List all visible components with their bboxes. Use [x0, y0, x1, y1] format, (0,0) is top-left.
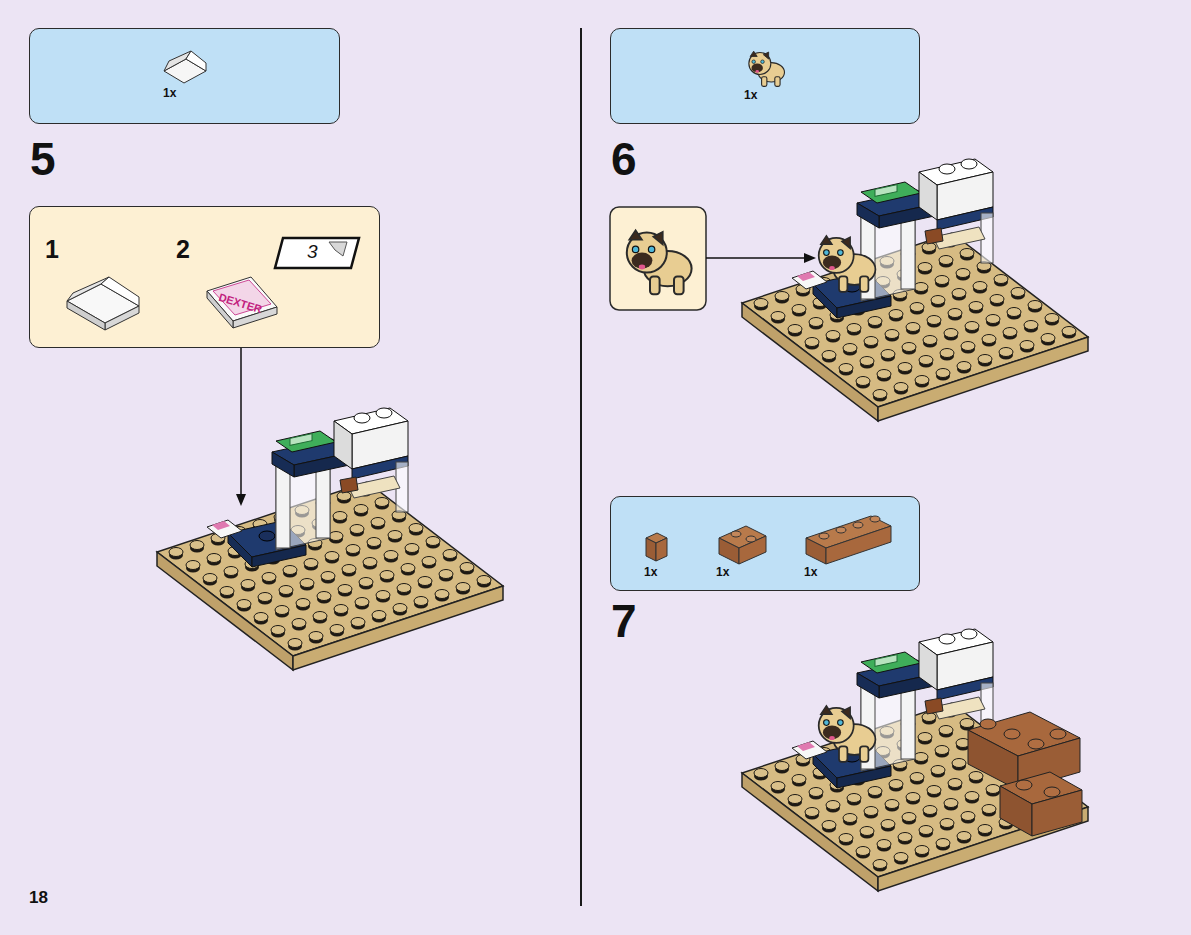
- text-holder: 18: [29, 889, 48, 907]
- instruction-art: [580, 28, 582, 906]
- quantity-label: 1x: [716, 565, 729, 579]
- sticker-sheet-outline: [275, 238, 359, 268]
- step-number: 5: [30, 133, 56, 185]
- instruction-art: [706, 257, 806, 259]
- part-icon: [164, 59, 206, 83]
- part-icon: [806, 538, 826, 564]
- part-icon: [739, 536, 766, 564]
- text-holder: 5: [30, 136, 56, 182]
- part-icon: [870, 516, 880, 522]
- parts-box: 1x: [29, 28, 340, 124]
- part-icon: [731, 531, 741, 537]
- quantity-label: 1x: [163, 86, 176, 100]
- part-icon: [186, 51, 206, 71]
- text-holder: 1x: [716, 562, 729, 580]
- instruction-art: [157, 408, 503, 670]
- step-number: 7: [611, 595, 637, 647]
- part-icon: [656, 538, 667, 561]
- instruction-art: [742, 629, 1088, 891]
- subassembly-panel: 1 2 3: [29, 206, 380, 348]
- part-icon: [719, 526, 766, 548]
- instruction-art: [742, 159, 1088, 421]
- instruction-art: [1044, 787, 1060, 797]
- part-icon: [806, 516, 891, 548]
- instruction-art: [1028, 739, 1044, 749]
- text-holder: 3: [307, 241, 318, 263]
- part-icon: [836, 527, 846, 533]
- text-holder: 1: [45, 235, 59, 264]
- part-icon: [101, 277, 139, 306]
- instruction-art: [610, 207, 706, 310]
- quantity-label: 3: [307, 241, 318, 262]
- part-icon: [164, 51, 191, 71]
- part-icon: [67, 284, 139, 323]
- part-icon: [853, 522, 863, 528]
- instruction-art: [1050, 729, 1066, 739]
- part-icon: [207, 277, 277, 321]
- page-number: 18: [29, 888, 48, 907]
- text-holder: 6: [611, 136, 637, 182]
- sticker-sheet: 3: [273, 236, 361, 270]
- part-icon: [213, 280, 271, 315]
- sticker-curl: [329, 242, 347, 256]
- part-icon: [67, 301, 105, 330]
- part-icon: [819, 533, 829, 539]
- quantity-label: 1x: [804, 565, 817, 579]
- instruction-art: [1000, 786, 1032, 836]
- part-icon: [646, 533, 667, 543]
- instruction-art: [1032, 790, 1082, 836]
- part-icon: [826, 526, 891, 564]
- parts-box: 1x: [610, 28, 920, 124]
- text-holder: 7: [611, 598, 637, 644]
- part-icon: [105, 306, 139, 330]
- instruction-art: [804, 253, 816, 263]
- quantity-label: 1x: [644, 565, 657, 579]
- callout-number: 2: [176, 235, 190, 263]
- part-icon: [67, 277, 109, 301]
- instruction-art: [819, 706, 876, 762]
- text-holder: 1x: [644, 562, 657, 580]
- callout-number: 1: [45, 235, 59, 263]
- part-icon: [746, 536, 756, 542]
- instruction-art: [240, 348, 242, 496]
- text-holder: 2: [176, 235, 190, 264]
- instruction-art: [1016, 780, 1032, 790]
- text-holder: 1x: [163, 83, 176, 101]
- instruction-art: [980, 719, 996, 729]
- part-icon: [646, 538, 656, 561]
- part-icon: [749, 51, 785, 86]
- part-icon: [719, 538, 739, 564]
- instruction-art: [236, 494, 246, 506]
- instruction-art: [627, 230, 692, 294]
- step-number: 6: [611, 133, 637, 185]
- parts-box: 1x 1x 1x: [610, 496, 920, 591]
- instruction-art: [819, 236, 876, 292]
- instruction-art: [1004, 729, 1020, 739]
- text-holder: 1x: [744, 85, 757, 103]
- quantity-label: 1x: [744, 88, 757, 102]
- text-holder: 1x: [804, 562, 817, 580]
